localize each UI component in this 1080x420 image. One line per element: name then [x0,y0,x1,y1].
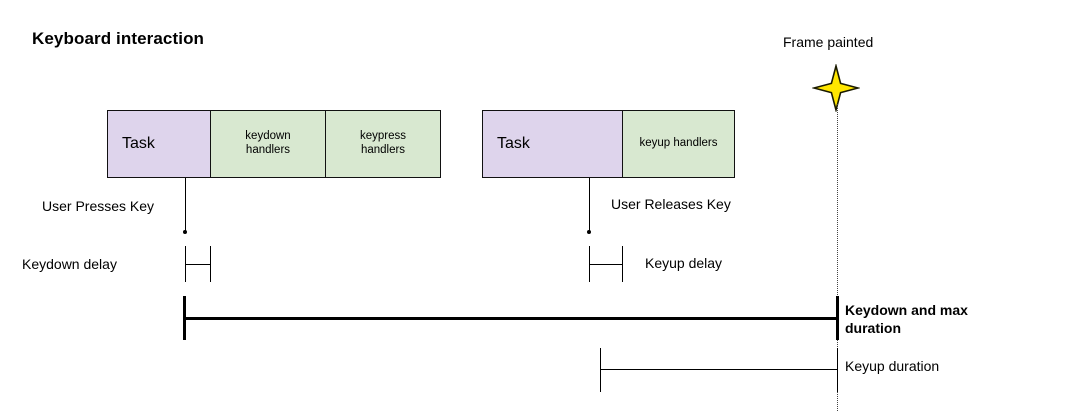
keydown-handlers-box: keydown handlers [210,110,326,178]
keyup-delay-label: Keyup delay [645,255,723,271]
keydown-handlers-label: keydown handlers [245,130,290,157]
keydown-max-duration-span [183,317,839,320]
four-point-star-icon [812,64,860,112]
keypress-handlers-label-line1: keypress [359,130,407,143]
user-presses-key-connector [185,178,186,232]
task-box-keydown: Task [107,110,211,178]
user-presses-key-label: User Presses Key [42,198,155,214]
keydown-max-duration-label: Keydown and max duration [845,302,968,336]
frame-painted-guideline [837,104,838,411]
keyup-duration-start-tick [600,348,601,392]
keyup-duration-span [600,369,838,370]
user-presses-key-arrowhead [183,230,187,234]
keyup-duration-end-tick [837,348,838,392]
task-box-keydown-label: Task [122,134,155,152]
user-releases-key-connector [589,178,590,232]
user-releases-key-label: User Releases Key [611,196,731,212]
keydown-handlers-label-line1: keydown [245,130,291,143]
keydown-max-duration-end-tick [836,296,839,340]
task-box-keyup: Task [482,110,623,178]
keyup-duration-label: Keyup duration [845,358,940,374]
keypress-handlers-box: keypress handlers [325,110,441,178]
keydown-delay-span [185,264,211,265]
user-releases-key-arrowhead [587,230,591,234]
keyup-handlers-label: keyup handlers [639,137,718,150]
keyup-handlers-box: keyup handlers [622,110,735,178]
frame-painted-label: Frame painted [783,34,874,50]
task-box-keyup-label: Task [497,134,530,152]
keypress-handlers-label-line2: handlers [360,144,406,156]
keyup-delay-span [589,264,623,265]
keydown-delay-label: Keydown delay [22,256,117,272]
keydown-handlers-label-line2: handlers [245,144,291,156]
page-title: Keyboard interaction [32,29,205,48]
keypress-handlers-label: keypress handlers [360,130,406,157]
